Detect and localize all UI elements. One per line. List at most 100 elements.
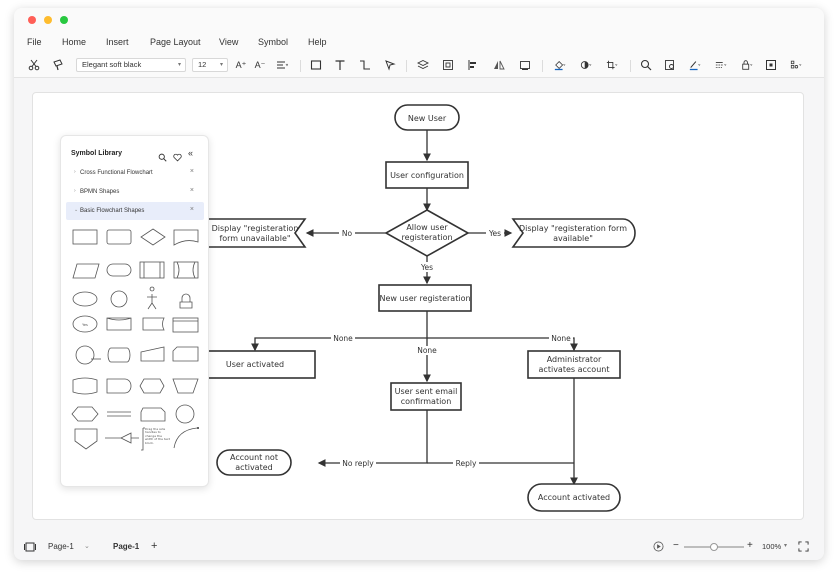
line-color-button[interactable]	[685, 57, 705, 73]
zoom-out-button[interactable]: −	[673, 540, 679, 551]
shape-data[interactable]	[72, 263, 100, 279]
shape-delay[interactable]	[142, 317, 165, 331]
lock-button[interactable]	[737, 57, 757, 73]
maximize-window-button[interactable]	[60, 16, 68, 24]
close-window-button[interactable]	[28, 16, 36, 24]
shape-cylinder[interactable]	[107, 347, 131, 363]
node-user-sent-email[interactable]	[390, 382, 462, 411]
shape-predefined-process[interactable]	[139, 261, 165, 279]
library-search-button[interactable]	[158, 149, 170, 162]
format-painter-button[interactable]	[50, 57, 66, 73]
library-category[interactable]: › Cross Functional Flowchart ×	[66, 164, 204, 182]
shape-delay-2[interactable]	[106, 378, 132, 394]
menu-help[interactable]: Help	[308, 37, 327, 47]
flip-button[interactable]	[491, 57, 507, 73]
library-favorites-button[interactable]	[173, 149, 185, 162]
play-button[interactable]	[653, 541, 664, 552]
menu-page-layout[interactable]: Page Layout	[150, 37, 201, 47]
shape-rounded-process[interactable]	[106, 229, 132, 245]
library-category[interactable]: › BPMN Shapes ×	[66, 183, 204, 201]
zoom-in-button[interactable]: +	[747, 540, 753, 551]
layers-button[interactable]	[415, 57, 431, 73]
minimize-window-button[interactable]	[44, 16, 52, 24]
size-button[interactable]	[517, 57, 533, 73]
shape-document[interactable]	[173, 229, 199, 246]
shape-lock[interactable]	[179, 293, 193, 309]
library-collapse-button[interactable]: «	[188, 148, 200, 160]
more-button[interactable]	[786, 57, 806, 73]
close-icon[interactable]: ×	[189, 168, 194, 175]
fit-page-button[interactable]	[798, 541, 809, 552]
close-icon[interactable]: ×	[189, 187, 194, 194]
add-page-button[interactable]: +	[151, 540, 158, 552]
font-size-select[interactable]: 12 ▾	[192, 58, 228, 72]
shape-decision[interactable]	[140, 228, 166, 246]
line-style-button[interactable]	[711, 57, 731, 73]
zoom-slider-track[interactable]	[684, 543, 744, 551]
shape-off-page-reference[interactable]	[74, 428, 98, 450]
shape-terminator[interactable]	[106, 263, 132, 277]
shape-stored-data[interactable]	[106, 317, 132, 331]
page-view-button[interactable]	[24, 542, 36, 552]
node-admin-activates[interactable]	[527, 350, 621, 379]
shape-style-button[interactable]	[576, 57, 596, 73]
cut-button[interactable]	[26, 57, 42, 73]
fill-color-button[interactable]	[550, 57, 570, 73]
crop-button[interactable]	[602, 57, 622, 73]
shape-ellipse[interactable]	[72, 291, 98, 307]
align-button[interactable]	[273, 57, 291, 73]
pointer-tool-button[interactable]	[382, 57, 398, 73]
shape-internal-storage[interactable]	[173, 261, 199, 279]
shape-manual-operation[interactable]	[140, 346, 165, 362]
shape-or[interactable]	[175, 404, 195, 424]
shape-connector[interactable]	[75, 345, 95, 365]
shape-actor[interactable]	[147, 286, 157, 310]
menu-symbol[interactable]: Symbol	[258, 37, 289, 47]
node-user-activated[interactable]	[202, 350, 316, 379]
align-left-button[interactable]	[465, 57, 481, 73]
node-new-user-registration[interactable]	[378, 284, 472, 312]
menu-home[interactable]: Home	[62, 37, 87, 47]
shape-off-page[interactable]	[140, 407, 166, 422]
page-tab-active[interactable]: Page-1	[113, 542, 140, 551]
node-account-not-activated[interactable]	[216, 449, 292, 476]
shape-curve[interactable]	[173, 427, 198, 449]
shape-preparation[interactable]	[71, 406, 99, 422]
shape-circle[interactable]	[110, 290, 128, 308]
close-icon[interactable]: ×	[189, 206, 194, 213]
shape-process[interactable]	[72, 229, 98, 245]
find-replace-button[interactable]	[662, 57, 678, 73]
chevron-down-icon[interactable]: ▾	[784, 543, 788, 549]
shape-manual-input[interactable]	[172, 317, 199, 333]
zoom-slider-thumb[interactable]	[710, 543, 718, 551]
decrease-font-button[interactable]: A⁻	[253, 57, 267, 73]
shape-trapezoid[interactable]	[172, 378, 199, 394]
shape-oval-label[interactable]	[72, 315, 98, 333]
shape-card[interactable]	[172, 346, 199, 362]
shape-parallel[interactable]	[107, 411, 131, 417]
text-tool-button[interactable]	[332, 57, 348, 73]
increase-font-button[interactable]: A⁺	[234, 57, 248, 73]
rectangle-tool-button[interactable]	[308, 57, 324, 73]
node-new-user[interactable]	[394, 104, 460, 131]
group-button[interactable]	[440, 57, 456, 73]
node-form-available[interactable]	[511, 218, 636, 248]
shape-display[interactable]	[139, 378, 165, 394]
page-selector[interactable]: Page-1	[48, 542, 74, 551]
library-category-active[interactable]: ⌄ Basic Flowchart Shapes ×	[66, 202, 204, 220]
node-allow-registration-decision[interactable]	[384, 209, 470, 257]
font-family-select[interactable]: Elegant soft black ▾	[76, 58, 186, 72]
menu-file[interactable]: File	[27, 37, 42, 47]
node-user-configuration[interactable]	[385, 161, 469, 189]
fullscreen-button[interactable]	[763, 57, 779, 73]
shape-annotation[interactable]	[141, 427, 145, 451]
node-account-activated[interactable]	[527, 483, 621, 512]
shape-arrow-connector[interactable]	[105, 432, 139, 444]
menu-insert[interactable]: Insert	[106, 37, 129, 47]
chevron-down-icon[interactable]: ⌄	[84, 543, 90, 550]
menu-view[interactable]: View	[219, 37, 239, 47]
shape-tape[interactable]	[72, 377, 98, 395]
zoom-level[interactable]: 100%	[762, 542, 782, 551]
connector-tool-button[interactable]	[357, 57, 373, 73]
search-button[interactable]	[638, 57, 654, 73]
